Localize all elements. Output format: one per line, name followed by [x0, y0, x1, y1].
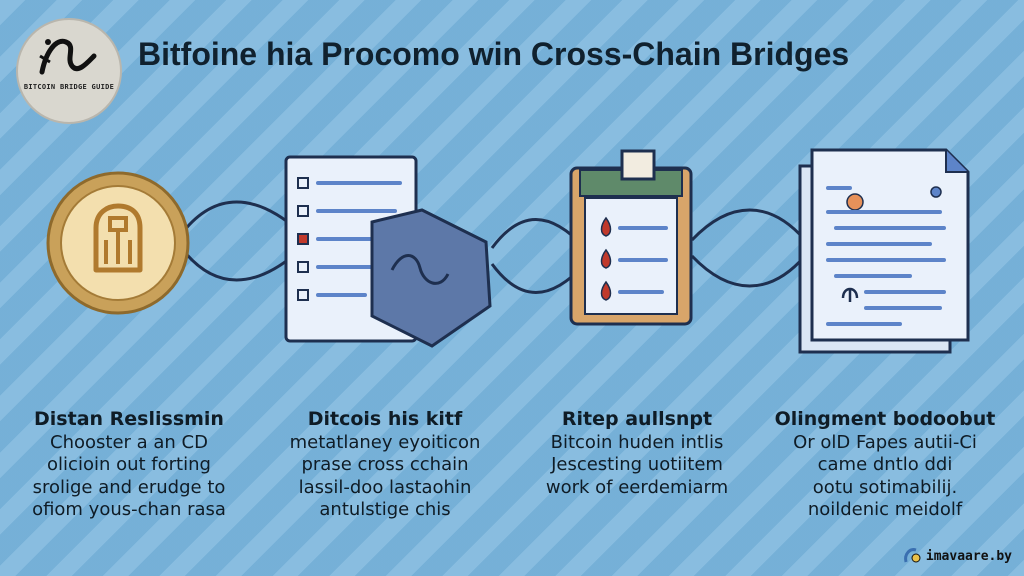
- process-diagram: [46, 148, 970, 354]
- checklist-document-icon: [284, 155, 492, 348]
- step-caption-4: Olingment bodoobut Or olD Fapes autii-Ci…: [770, 408, 1000, 522]
- watermark: imavaare.by: [902, 546, 1012, 566]
- step-line: came dntlo ddi: [817, 454, 953, 475]
- page-title: Bitfoine hia Procomo win Cross-Chain Bri…: [138, 36, 850, 72]
- step-line: Chooster a an CD: [50, 431, 208, 453]
- step-line: Jescesting uotiitem: [551, 454, 723, 475]
- step-line: noildenic meidolf: [807, 499, 963, 520]
- report-document-icon: [798, 148, 970, 354]
- step-line: ofiom yous-chan rasa: [32, 499, 226, 520]
- step-line: antulstige chis: [319, 499, 451, 520]
- step-caption-1: Distan Reslissmin Chooster a an CD olici…: [14, 408, 244, 522]
- step-line: ootu sotimabilij.: [812, 476, 958, 498]
- watermark-text: imavaare.by: [925, 548, 1012, 564]
- step-line: Or olD Fapes autii-Ci: [793, 431, 977, 453]
- logo-badge: BITCOIN BRIDGE GUIDE: [16, 18, 122, 124]
- watermark-logo-icon: [904, 548, 921, 563]
- step-title: Ditcois his kitf: [307, 408, 463, 430]
- step-title: Distan Reslissmin: [34, 408, 224, 430]
- step-line: metatlaney eyoiticon: [289, 431, 481, 453]
- bitcoin-coin-icon: [46, 171, 190, 315]
- step-line: prase cross cchain: [301, 454, 469, 475]
- step-line: Bitcoin huden intlis: [550, 431, 724, 453]
- step-caption-3: Ritep aullsnpt Bitcoin huden intlis Jesc…: [522, 408, 752, 499]
- step-line: lassil-doo lastaohin: [298, 476, 472, 498]
- step-line: olicioin out forting: [47, 454, 211, 475]
- step-line: work of eerdemiarm: [545, 476, 729, 498]
- connector-1: [181, 200, 301, 282]
- connector-3: [690, 208, 807, 288]
- step-line: srolige and erudge to: [32, 476, 226, 498]
- step-caption-2: Ditcois his kitf metatlaney eyoiticon pr…: [270, 408, 500, 522]
- step-title: Olingment bodoobut: [774, 408, 996, 430]
- step-title: Ritep aullsnpt: [561, 408, 713, 430]
- logo-text: BITCOIN BRIDGE GUIDE: [23, 83, 115, 91]
- snake-icon: [39, 38, 97, 75]
- clipboard-icon: [569, 149, 693, 326]
